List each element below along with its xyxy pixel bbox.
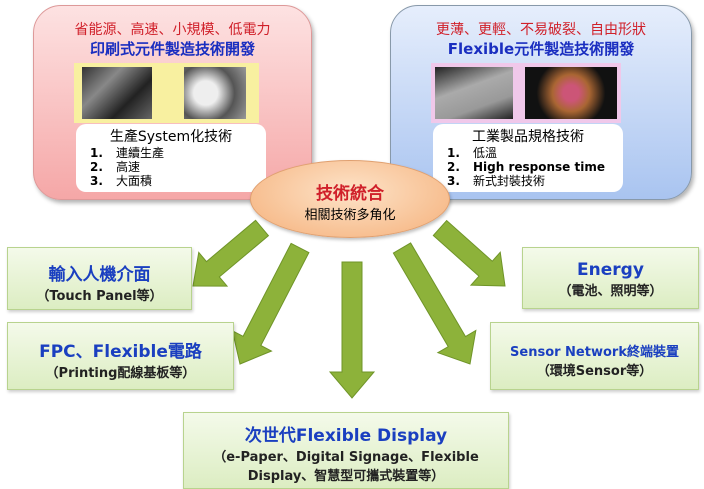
list-item: 1. 連續生產 bbox=[76, 146, 266, 160]
industrial-spec-box: 工業製品規格技術 1. 低溫 2. High response time 3. 新式封… bbox=[433, 124, 623, 192]
item-number: 2. bbox=[90, 160, 103, 174]
item-text: 低溫 bbox=[473, 146, 498, 160]
item-text: 高速 bbox=[116, 160, 141, 174]
item-number: 3. bbox=[447, 174, 460, 188]
printed-device-card: 省能源、高速、小規模、低電力 印刷式元件製造技術開發 生產System化技術 1… bbox=[33, 5, 312, 200]
item-number: 1. bbox=[90, 146, 103, 160]
list-item: 3. 大面積 bbox=[76, 174, 266, 188]
output-title: 次世代Flexible Display bbox=[244, 426, 448, 446]
item-text: 新式封裝技術 bbox=[473, 174, 546, 188]
output-flexible-display: 次世代Flexible Display （e-Paper、Digital Sig… bbox=[183, 412, 509, 489]
output-sensor: Sensor Network終端裝置 （環境Sensor等） bbox=[490, 322, 699, 390]
image-strip bbox=[74, 63, 259, 123]
left-tagline: 省能源、高速、小規模、低電力 bbox=[74, 22, 271, 38]
output-title: Energy bbox=[577, 260, 644, 280]
output-title: FPC、Flexible電路 bbox=[39, 342, 202, 362]
ink-jars-photo bbox=[184, 67, 246, 119]
item-text: High response time bbox=[473, 160, 605, 174]
output-subtitle: （環境Sensor等） bbox=[536, 364, 653, 379]
item-number: 3. bbox=[90, 174, 103, 188]
left-title: 印刷式元件製造技術開發 bbox=[89, 40, 255, 58]
box-title: 生產System化技術 bbox=[109, 129, 233, 145]
output-title: 輸入人機介面 bbox=[48, 265, 151, 285]
list-item: 1. 低溫 bbox=[433, 146, 623, 160]
arrow-to-display bbox=[328, 261, 376, 399]
flexible-device-card: 更薄、更輕、不易破裂、自由形狀 Flexible元件製造技術開發 工業製品規格技… bbox=[390, 5, 692, 200]
center-subtitle: 相關技術多角化 bbox=[304, 208, 396, 223]
item-text: 大面積 bbox=[116, 174, 153, 188]
box-title: 工業製品規格技術 bbox=[472, 129, 584, 145]
production-system-box: 生產System化技術 1. 連續生產 2. 高速 3. 大面積 bbox=[76, 124, 266, 192]
printing-machine-photo bbox=[82, 67, 152, 119]
output-subtitle: （Touch Panel等） bbox=[36, 289, 163, 304]
arrow-to-input bbox=[192, 219, 270, 287]
right-tagline: 更薄、更輕、不易破裂、自由形狀 bbox=[436, 22, 646, 38]
list-item: 2. 高速 bbox=[76, 160, 266, 174]
item-text: 連續生產 bbox=[116, 146, 165, 160]
list-item: 3. 新式封裝技術 bbox=[433, 174, 623, 188]
image-strip bbox=[431, 63, 621, 123]
output-subtitle: （e-Paper、Digital Signage、Flexible bbox=[213, 450, 479, 465]
list-item: 2. High response time bbox=[433, 160, 623, 174]
arrow-to-sensor bbox=[392, 242, 477, 365]
center-title: 技術統合 bbox=[316, 184, 384, 204]
right-title: Flexible元件製造技術開發 bbox=[447, 40, 635, 58]
output-energy: Energy （電池、照明等） bbox=[522, 247, 699, 309]
output-subtitle: （電池、照明等） bbox=[558, 284, 663, 299]
integration-ellipse: 技術統合 相關技術多角化 bbox=[250, 160, 450, 238]
output-input-interface: 輸入人機介面 （Touch Panel等） bbox=[7, 247, 192, 310]
flexible-sheet-photo bbox=[435, 67, 513, 119]
arrow-to-energy bbox=[432, 219, 506, 287]
output-fpc: FPC、Flexible電路 （Printing配線基板等） bbox=[7, 322, 234, 390]
flexible-display-photo bbox=[525, 67, 617, 119]
output-subtitle-2: Display、智慧型可攜式裝置等） bbox=[247, 469, 445, 484]
item-number: 2. bbox=[447, 160, 460, 174]
arrow-to-fpc bbox=[231, 242, 310, 365]
output-title: Sensor Network終端裝置 bbox=[510, 345, 679, 360]
output-subtitle: （Printing配線基板等） bbox=[45, 366, 196, 381]
item-number: 1. bbox=[447, 146, 460, 160]
